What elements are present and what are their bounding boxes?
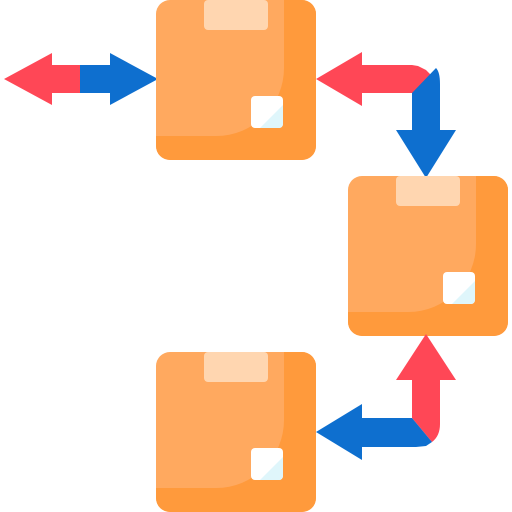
arrow-down-blue [396, 68, 456, 178]
arrow-left-red [4, 53, 80, 105]
package-box-right [348, 176, 508, 336]
package-box-top [156, 0, 316, 160]
arrow-left-blue [316, 404, 432, 460]
arrow-right-blue [80, 53, 158, 105]
connector-bottom-right [316, 334, 456, 460]
package-box-bottom [156, 352, 316, 512]
arrow-up-red [396, 334, 456, 442]
connector-top-right [316, 52, 456, 178]
arrow-left-red [316, 52, 436, 106]
double-arrow-icon [4, 53, 158, 105]
